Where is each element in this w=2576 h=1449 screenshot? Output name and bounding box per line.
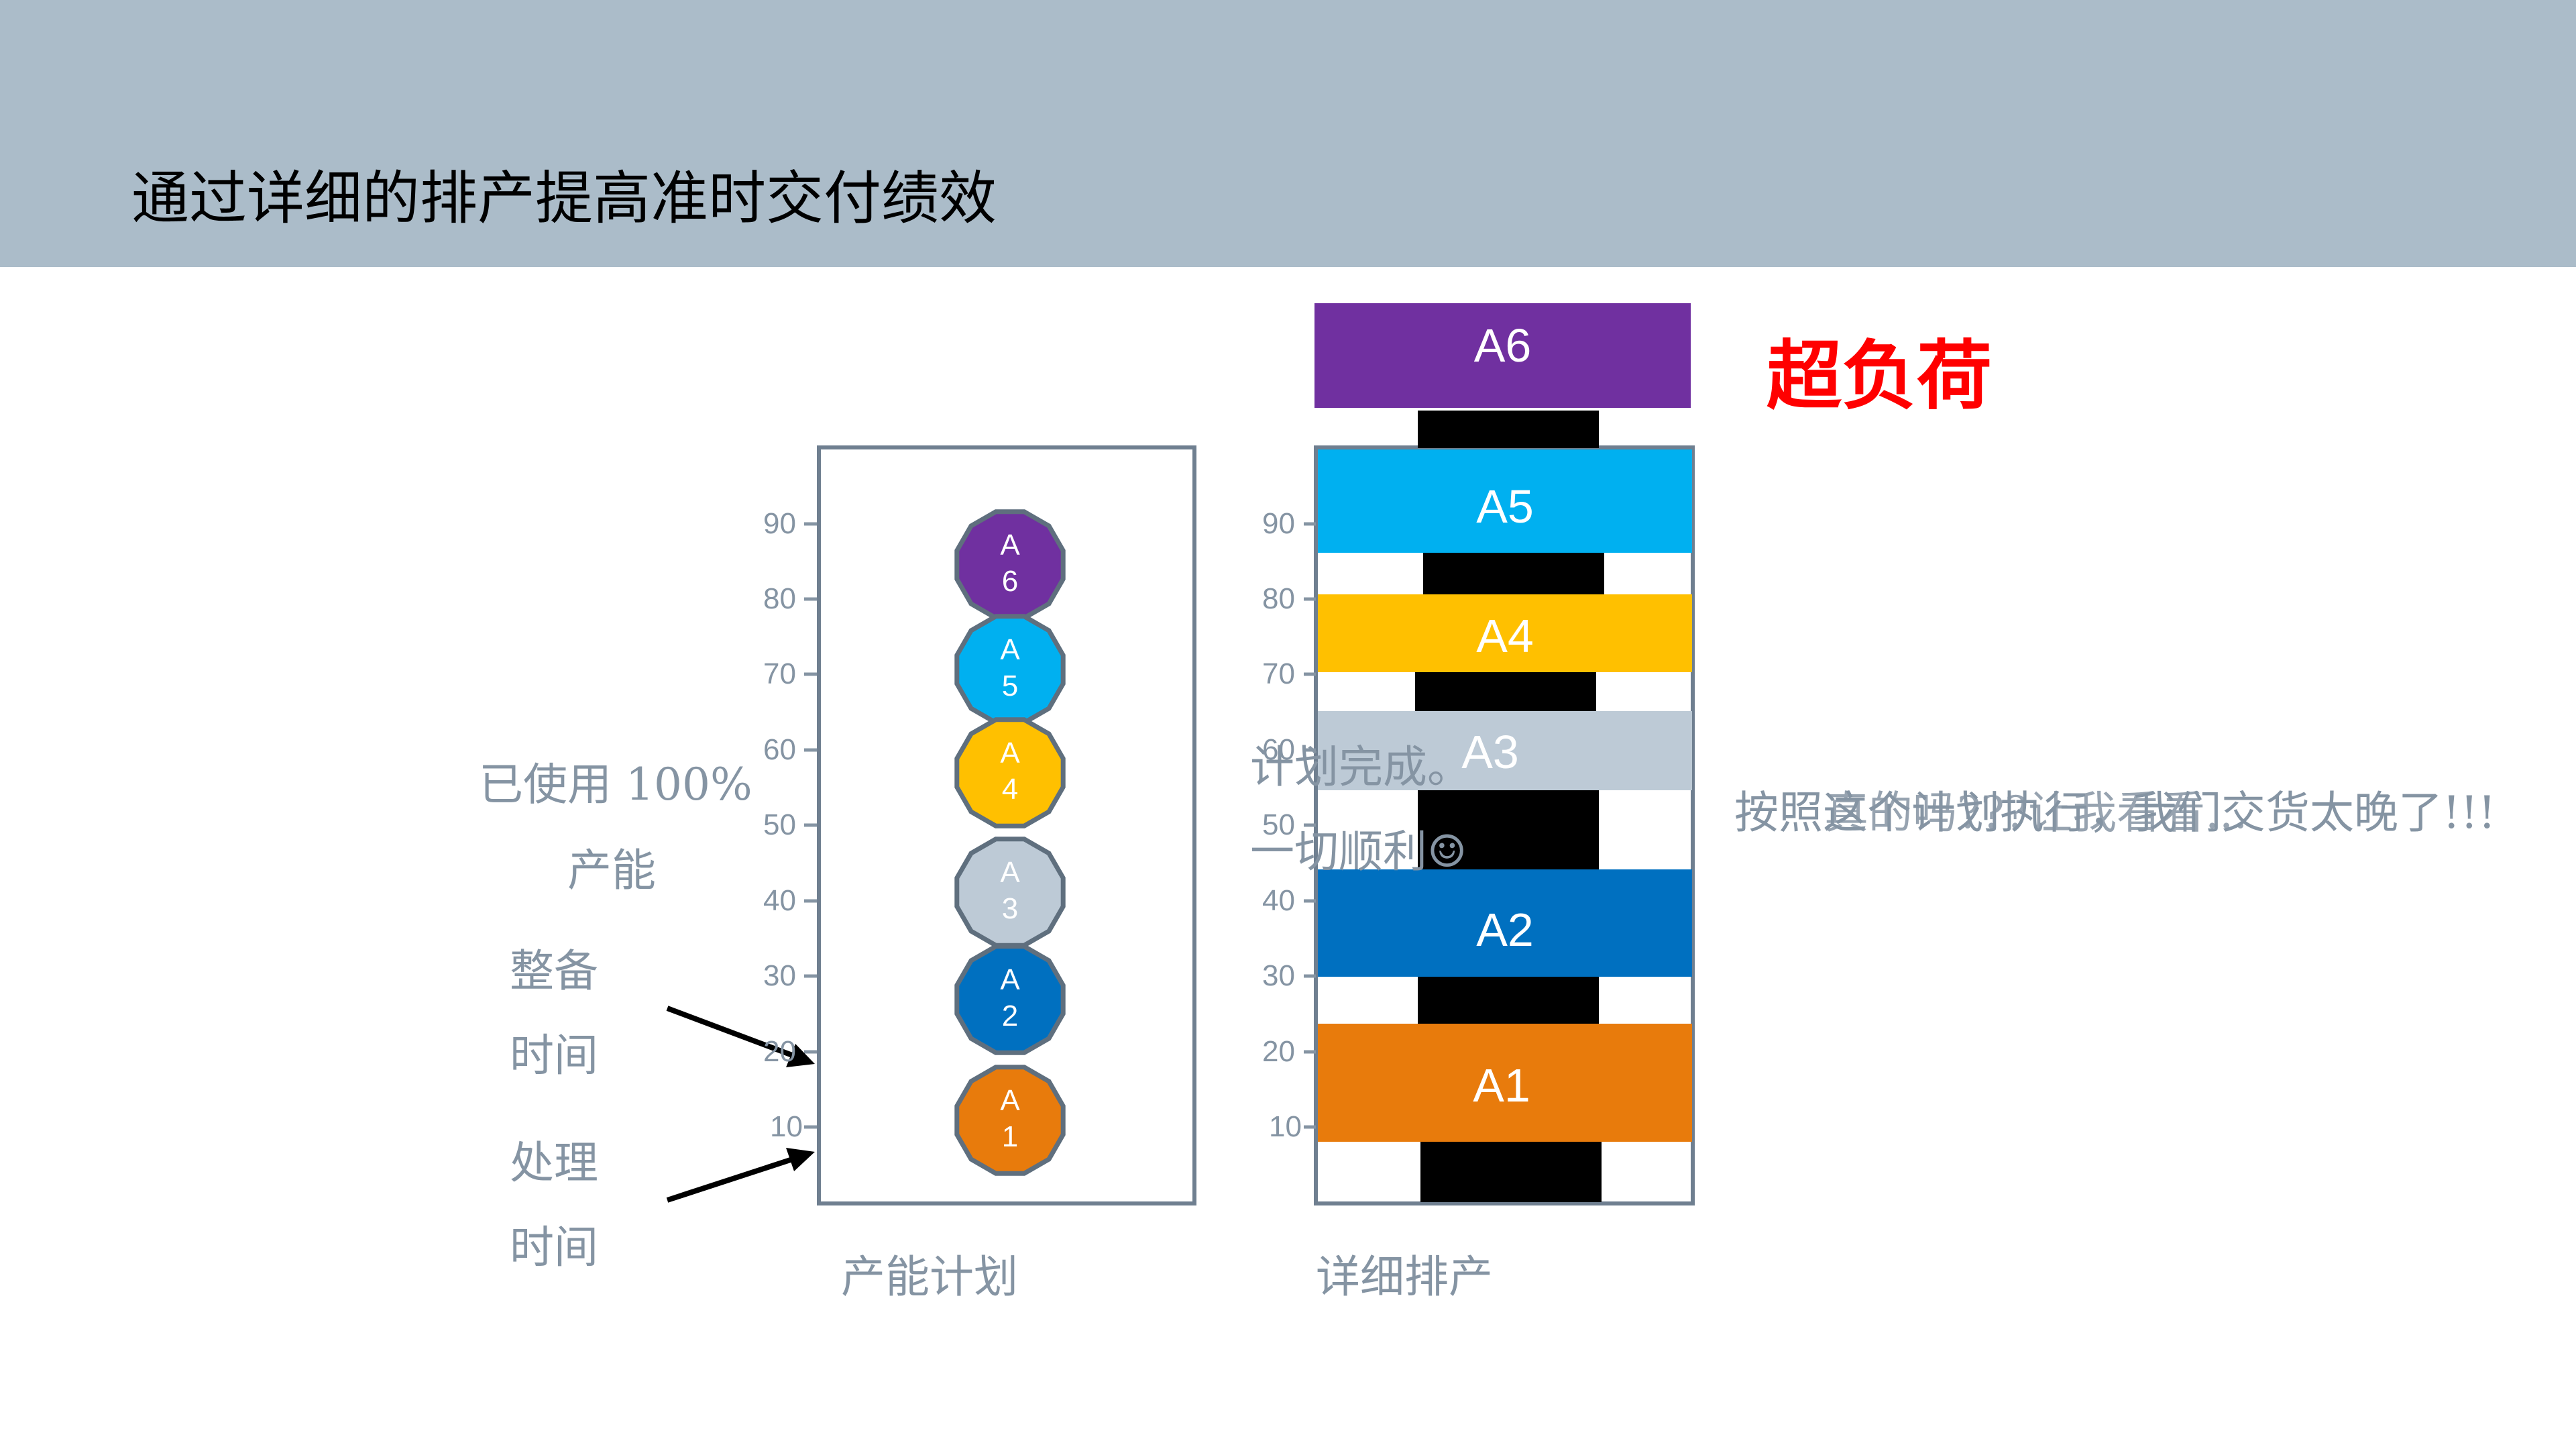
setup-block [1415,672,1596,711]
really-question-text: 真的吗???让我看看... [1824,787,2248,839]
cap-tick-10: 10 [770,1110,803,1143]
capacity-item-octagon [954,944,1066,1055]
process-arrow-head [786,1148,815,1171]
detailed-schedule-label: 详细排产 [1316,1251,1493,1303]
capacity-item-letter: A [1000,737,1020,769]
capacity-item-letter: A [1000,856,1020,889]
capacity-item-number: 6 [1001,565,1019,598]
cap-tick-30: 30 [763,959,796,992]
setup-time-arrow [666,1006,806,1063]
capacity-item-octagon [954,1065,1066,1176]
process-time-label-2: 时间 [510,1222,598,1273]
capacity-item-letter: A [1000,1084,1020,1117]
sched-tick-50: 50 [1262,808,1295,841]
capacity-item-number: 2 [1001,1000,1019,1032]
setup-block [1420,1140,1602,1202]
bar-label-a6: A6 [1473,319,1532,372]
capacity-item-number: 3 [1001,892,1019,925]
used-capacity-text-2: 产能 [567,845,656,896]
sched-tick-10: 10 [1269,1110,1302,1143]
sched-tick-20: 20 [1262,1035,1295,1068]
sched-tick-40: 40 [1262,884,1295,917]
overload-label: 超负荷 [1767,333,1992,420]
sched-tick-80: 80 [1262,582,1295,615]
capacity-item-letter: A [1000,963,1020,996]
cap-tick-40: 40 [763,884,796,917]
capacity-plan-frame [817,445,1196,1205]
capacity-item-letter: A [1000,529,1020,561]
cap-tick-80: 80 [763,582,796,615]
setup-time-label-2: 时间 [510,1030,598,1081]
sched-tick-90: 90 [1262,507,1295,540]
bar-label-a4: A4 [1476,610,1534,662]
setup-time-label: 整备 [510,945,598,997]
cap-tick-70: 70 [763,657,796,690]
process-time-label: 处理 [510,1137,598,1189]
setup-block [1418,411,1599,448]
bar-label-a3: A3 [1461,726,1519,778]
schedule-bar-a2: A2 [1318,869,1692,977]
capacity-item-number: 5 [1001,669,1019,702]
cap-tick-20: 20 [763,1035,796,1068]
setup-arrow-head [786,1044,815,1067]
schedule-bar-a1: A1 [1318,1024,1692,1142]
capacity-item-octagon [954,717,1066,828]
schedule-bar-a5: A5 [1318,449,1692,553]
setup-block [1423,553,1604,594]
late-delivery-text: 按照这个计划执行，我们交货太晚了!!! [1734,787,2496,839]
schedule-bar-a6: A6 [1314,303,1691,408]
cap-tick-50: 50 [763,808,796,841]
page-title: 通过详细的排产提高准时交付绩效 [131,165,997,232]
sched-tick-60: 60 [1262,733,1295,766]
bar-label-a5: A5 [1476,480,1534,533]
capacity-item-letter: A [1000,633,1020,666]
plan-complete-text: 计划完成。 [1250,741,1471,793]
capacity-item-number: 1 [1001,1120,1019,1153]
cap-tick-90: 90 [763,507,796,540]
cap-tick-60: 60 [763,733,796,766]
capacity-plan-label: 产能计划 [841,1251,1018,1303]
schedule-bar-a3: A3 [1318,711,1692,790]
sched-tick-70: 70 [1262,657,1295,690]
schedule-bar-a4: A4 [1318,594,1692,672]
used-capacity-text: 已使用 100% [479,759,752,810]
bar-label-a2: A2 [1476,904,1534,956]
process-time-arrow [666,1152,806,1203]
plan-complete-text-2: 一切顺利☺ [1250,826,1467,877]
capacity-item-number: 4 [1001,773,1019,806]
sched-tick-30: 30 [1262,959,1295,992]
bar-label-a1: A1 [1473,1059,1530,1112]
header-banner [0,0,2576,267]
setup-block [1418,977,1599,1024]
setup-block [1418,790,1599,869]
